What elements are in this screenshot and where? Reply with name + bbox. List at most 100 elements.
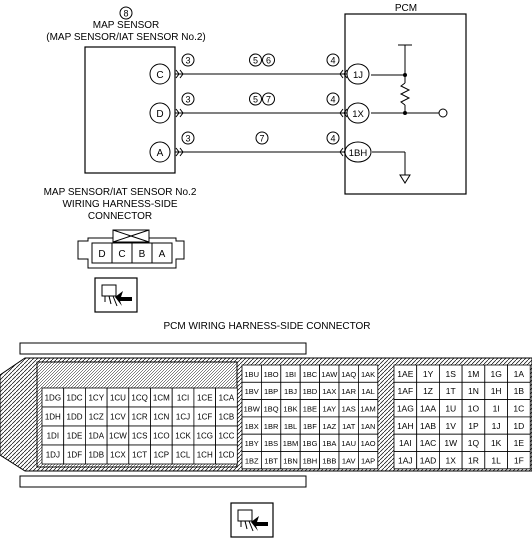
pcm-connector-pin: 1AA	[420, 403, 436, 413]
sensor-connector-cell	[151, 242, 173, 264]
pcm-connector-pin: 1BK	[283, 404, 297, 413]
sensor-connector-pin: D	[98, 249, 105, 260]
pcm-connector-pin: 1BZ	[245, 456, 259, 465]
sensor-pin-circle	[149, 141, 171, 163]
pcm-connector-pin: 1BM	[283, 439, 298, 448]
pcm-connector-pin: 1J	[492, 421, 501, 431]
connector-view-icon	[94, 277, 138, 313]
wire-ref-number: 5	[253, 95, 258, 105]
sensor-connector-pin: A	[159, 249, 166, 260]
sensor-pin-label: A	[157, 148, 164, 159]
pcm-connector-pin: 1CG	[197, 432, 213, 441]
pcm-connector-pin: 1AJ	[398, 455, 413, 465]
map-sensor-title: MAP SENSOR	[93, 20, 160, 31]
pcm-connector-pin: 1H	[491, 386, 502, 396]
sensor-connector-mark	[175, 147, 184, 157]
pcm-pin-label: 1J	[353, 70, 363, 81]
pcm-connector-pin: 1BC	[303, 370, 318, 379]
pcm-connector-pin: 1A	[514, 369, 525, 379]
pcm-connector-pin: 1R	[468, 455, 479, 465]
pcm-pin-circle	[346, 102, 370, 124]
pcm-connector-pin: 1BP	[264, 387, 278, 396]
pcm-connector-pin: 1BG	[302, 439, 317, 448]
pcm-connector-mark	[339, 69, 348, 79]
pcm-connector-pin: 1AU	[341, 439, 356, 448]
pcm-connector-pin: 1AN	[361, 422, 376, 431]
pcm-pin-cell	[357, 451, 379, 470]
pcm-connector-pin: 1CA	[219, 394, 235, 403]
pcm-pin-circle	[346, 63, 370, 85]
pcm-connector-pin: 1CK	[175, 432, 191, 441]
pcm-connector-pin: 1N	[468, 386, 479, 396]
right-ref-number: 4	[330, 95, 335, 105]
pcm-connector-pin: 1BR	[264, 422, 279, 431]
wire-ref-number: 5	[253, 56, 258, 66]
pcm-connector-pin: 1BW	[244, 404, 261, 413]
pcm-connector-pin: 1BB	[322, 456, 336, 465]
wire-ref-circle	[262, 53, 275, 67]
pcm-connector-pin: 1BF	[303, 422, 317, 431]
pcm-connector-pin: 1CI	[177, 394, 189, 403]
pcm-connector-pin: 1CY	[88, 394, 104, 403]
pcm-connector-pin: 1DI	[47, 432, 59, 441]
pcm-connector-pin: 1AP	[361, 456, 375, 465]
pcm-connector-pin: 1BY	[245, 439, 259, 448]
pcm-connector-pin: 1CV	[110, 413, 126, 422]
pcm-connector-pin: 1L	[491, 455, 501, 465]
pcm-connector-pin: 1CF	[197, 413, 212, 422]
pcm-connector-pin: 1DC	[67, 394, 83, 403]
map-sensor-subtitle: (MAP SENSOR/IAT SENSOR No.2)	[46, 32, 205, 43]
sensor-pin-label: C	[156, 70, 163, 81]
connector-view-icon-bottom	[230, 502, 274, 538]
pcm-connector-pin: 1W	[444, 438, 457, 448]
left-ref-circle	[181, 53, 195, 67]
pcm-connector-pin: 1AK	[361, 370, 375, 379]
pcm-connector-pin: 1BH	[303, 456, 318, 465]
pcm-connector-pin: 1P	[468, 421, 479, 431]
right-ref-circle	[326, 92, 340, 106]
pcm-connector-pin: 1AM	[360, 404, 375, 413]
pcm-connector-pin: 1DB	[88, 451, 104, 460]
right-ref-number: 4	[330, 134, 335, 144]
pcm-connector-pin: 1CQ	[131, 394, 147, 403]
pcm-connector-pin: 1Q	[468, 438, 480, 448]
pcm-connector-pin: 1C	[513, 403, 524, 413]
pcm-connector-pin: 1I	[493, 403, 500, 413]
pcm-connector-pin: 1DH	[45, 413, 61, 422]
left-ref-number: 3	[185, 134, 190, 144]
pcm-connector-pin: 1AG	[397, 403, 414, 413]
pcm-connector-pin: 1CO	[153, 432, 169, 441]
pcm-connector-pin: 1CX	[110, 451, 126, 460]
pcm-connector-pin: 1BO	[264, 370, 279, 379]
harness-label-line1: MAP SENSOR/IAT SENSOR No.2	[44, 187, 197, 198]
pcm-connector-pin: 1BQ	[264, 404, 279, 413]
pcm-connector-pin: 1Z	[423, 386, 433, 396]
pcm-connector-pin: 1AB	[420, 421, 436, 431]
pcm-connector-pin: 1B	[514, 386, 525, 396]
pcm-connector-pin: 1BD	[303, 387, 318, 396]
pcm-junction-1j	[403, 73, 407, 77]
pcm-connector-pin: 1CH	[197, 451, 213, 460]
sensor-pin-circle	[149, 63, 171, 85]
pcm-connector-pin: 1U	[445, 403, 456, 413]
pcm-connector-pin: 1CM	[153, 394, 170, 403]
pcm-connector-pin: 1BL	[284, 422, 297, 431]
pcm-connector-pin: 1CN	[153, 413, 169, 422]
sensor-connector-mark	[175, 69, 184, 79]
map-sensor-number: 8	[123, 9, 128, 19]
pcm-connector-pin: 1CR	[132, 413, 148, 422]
pcm-connector-pin: 1BV	[245, 387, 259, 396]
pcm-connector-pin: 1AO	[361, 439, 376, 448]
right-ref-number: 4	[330, 56, 335, 66]
pcm-connector-pin: 1DG	[45, 394, 61, 403]
wire-ref-number: 7	[259, 134, 264, 144]
pcm-connector-pin: 1AR	[341, 387, 356, 396]
pcm-connector-pin: 1AE	[397, 369, 413, 379]
pcm-pin-circle	[344, 141, 372, 163]
pcm-connector-pin: 1AH	[397, 421, 414, 431]
pcm-connector-pin: 1AS	[342, 404, 356, 413]
wire-ref-circle	[255, 131, 269, 145]
pcm-connector-pin: 1X	[446, 455, 457, 465]
